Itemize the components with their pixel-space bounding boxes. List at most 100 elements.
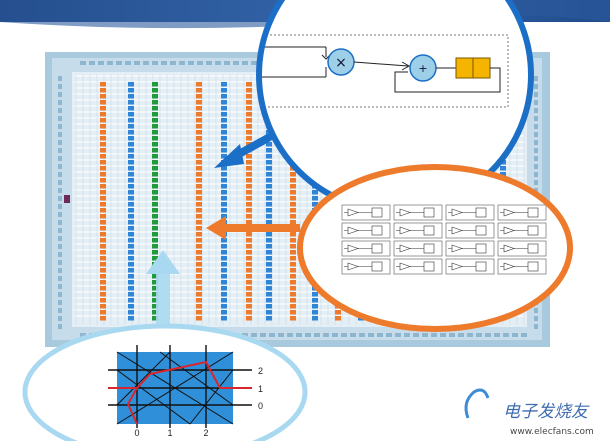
blue-column-cell: [221, 184, 227, 189]
orange-column-cell: [100, 304, 106, 309]
io-pad: [80, 61, 86, 65]
orange-column-cell: [290, 262, 296, 267]
green-column-cell: [152, 208, 158, 213]
flip-flop: [423, 225, 435, 236]
orange-column-cell: [100, 262, 106, 267]
orange-column-cell: [100, 100, 106, 105]
orange-column-cell: [100, 244, 106, 249]
blue-column-cell: [221, 88, 227, 93]
orange-column-cell: [246, 118, 252, 123]
orange-column-cell: [100, 226, 106, 231]
orange-column-cell: [196, 118, 202, 123]
blue-column-cell: [221, 130, 227, 135]
orange-column-cell: [100, 82, 106, 87]
dsp-callout: × +: [256, 0, 534, 214]
io-pad: [58, 148, 62, 153]
orange-column-cell: [290, 190, 296, 195]
io-pad: [58, 260, 62, 265]
blue-column-cell: [221, 268, 227, 273]
blue-column-cell: [266, 196, 272, 201]
green-column-cell: [152, 250, 158, 255]
io-pad: [206, 61, 212, 65]
io-pad: [534, 124, 538, 129]
orange-column-cell: [290, 178, 296, 183]
io-pad: [58, 236, 62, 241]
blue-column-cell: [266, 310, 272, 315]
io-pad: [58, 244, 62, 249]
flip-flop: [527, 243, 539, 254]
logic-cell: [497, 222, 547, 239]
multiplier-symbol: ×: [335, 55, 347, 71]
green-column-cell: [152, 190, 158, 195]
blue-column-cell: [221, 208, 227, 213]
orange-column-cell: [100, 172, 106, 177]
green-column-cell: [152, 280, 158, 285]
orange-column-cell: [290, 250, 296, 255]
green-column-cell: [152, 166, 158, 171]
watermark: 电子发烧友 www.elecfans.com: [464, 388, 594, 437]
blue-column-cell: [128, 130, 134, 135]
blue-column-cell: [128, 196, 134, 201]
orange-column-cell: [196, 196, 202, 201]
io-pad: [458, 333, 464, 337]
io-pad: [296, 333, 302, 337]
watermark-logo-icon: [464, 388, 490, 419]
io-pad: [233, 61, 239, 65]
green-column-cell: [152, 130, 158, 135]
flip-flop: [475, 243, 487, 254]
green-column-cell: [152, 310, 158, 315]
orange-column-cell: [100, 88, 106, 93]
orange-column-cell: [246, 316, 252, 321]
orange-column-cell: [290, 292, 296, 297]
orange-column-cell: [246, 106, 252, 111]
green-column-cell: [152, 154, 158, 159]
io-pad: [58, 284, 62, 289]
blue-column-cell: [312, 304, 318, 309]
orange-column-cell: [246, 160, 252, 165]
io-pad: [534, 188, 538, 193]
orange-column-cell: [246, 178, 252, 183]
io-pads-left: [58, 76, 62, 329]
io-pad: [422, 333, 428, 337]
blue-column-cell: [128, 292, 134, 297]
orange-column-cell: [246, 214, 252, 219]
blue-column-cell: [312, 316, 318, 321]
io-pad: [341, 333, 347, 337]
blue-column-cell: [266, 280, 272, 285]
io-pad: [179, 61, 185, 65]
blue-column-cell: [221, 310, 227, 315]
blue-column-cell: [221, 202, 227, 207]
watermark-url: www.elecfans.com: [510, 427, 594, 437]
blue-column-cell: [221, 148, 227, 153]
y-label-1: 1: [258, 384, 263, 394]
blue-column-cell: [500, 166, 506, 171]
orange-column-cell: [100, 142, 106, 147]
orange-column-cell: [100, 298, 106, 303]
io-pad: [58, 316, 62, 321]
green-column-cell: [152, 136, 158, 141]
flip-flop: [371, 261, 383, 272]
green-column-cell: [152, 196, 158, 201]
io-pad: [440, 333, 446, 337]
orange-column-cell: [196, 208, 202, 213]
blue-column-cell: [128, 208, 134, 213]
io-pad: [534, 308, 538, 313]
blue-column-cell: [221, 250, 227, 255]
io-pad: [58, 212, 62, 217]
io-pad: [80, 333, 86, 337]
orange-column-cell: [246, 262, 252, 267]
blue-column-cell: [128, 100, 134, 105]
orange-column-cell: [196, 262, 202, 267]
flip-flop: [423, 207, 435, 218]
orange-column-cell: [290, 268, 296, 273]
io-pad: [503, 333, 509, 337]
orange-column-cell: [246, 112, 252, 117]
blue-column-cell: [266, 166, 272, 171]
io-pad: [386, 333, 392, 337]
green-column-cell: [152, 202, 158, 207]
orange-column-cell: [246, 202, 252, 207]
blue-column-cell: [221, 280, 227, 285]
io-pad: [58, 124, 62, 129]
io-pad: [58, 300, 62, 305]
io-pad: [305, 333, 311, 337]
